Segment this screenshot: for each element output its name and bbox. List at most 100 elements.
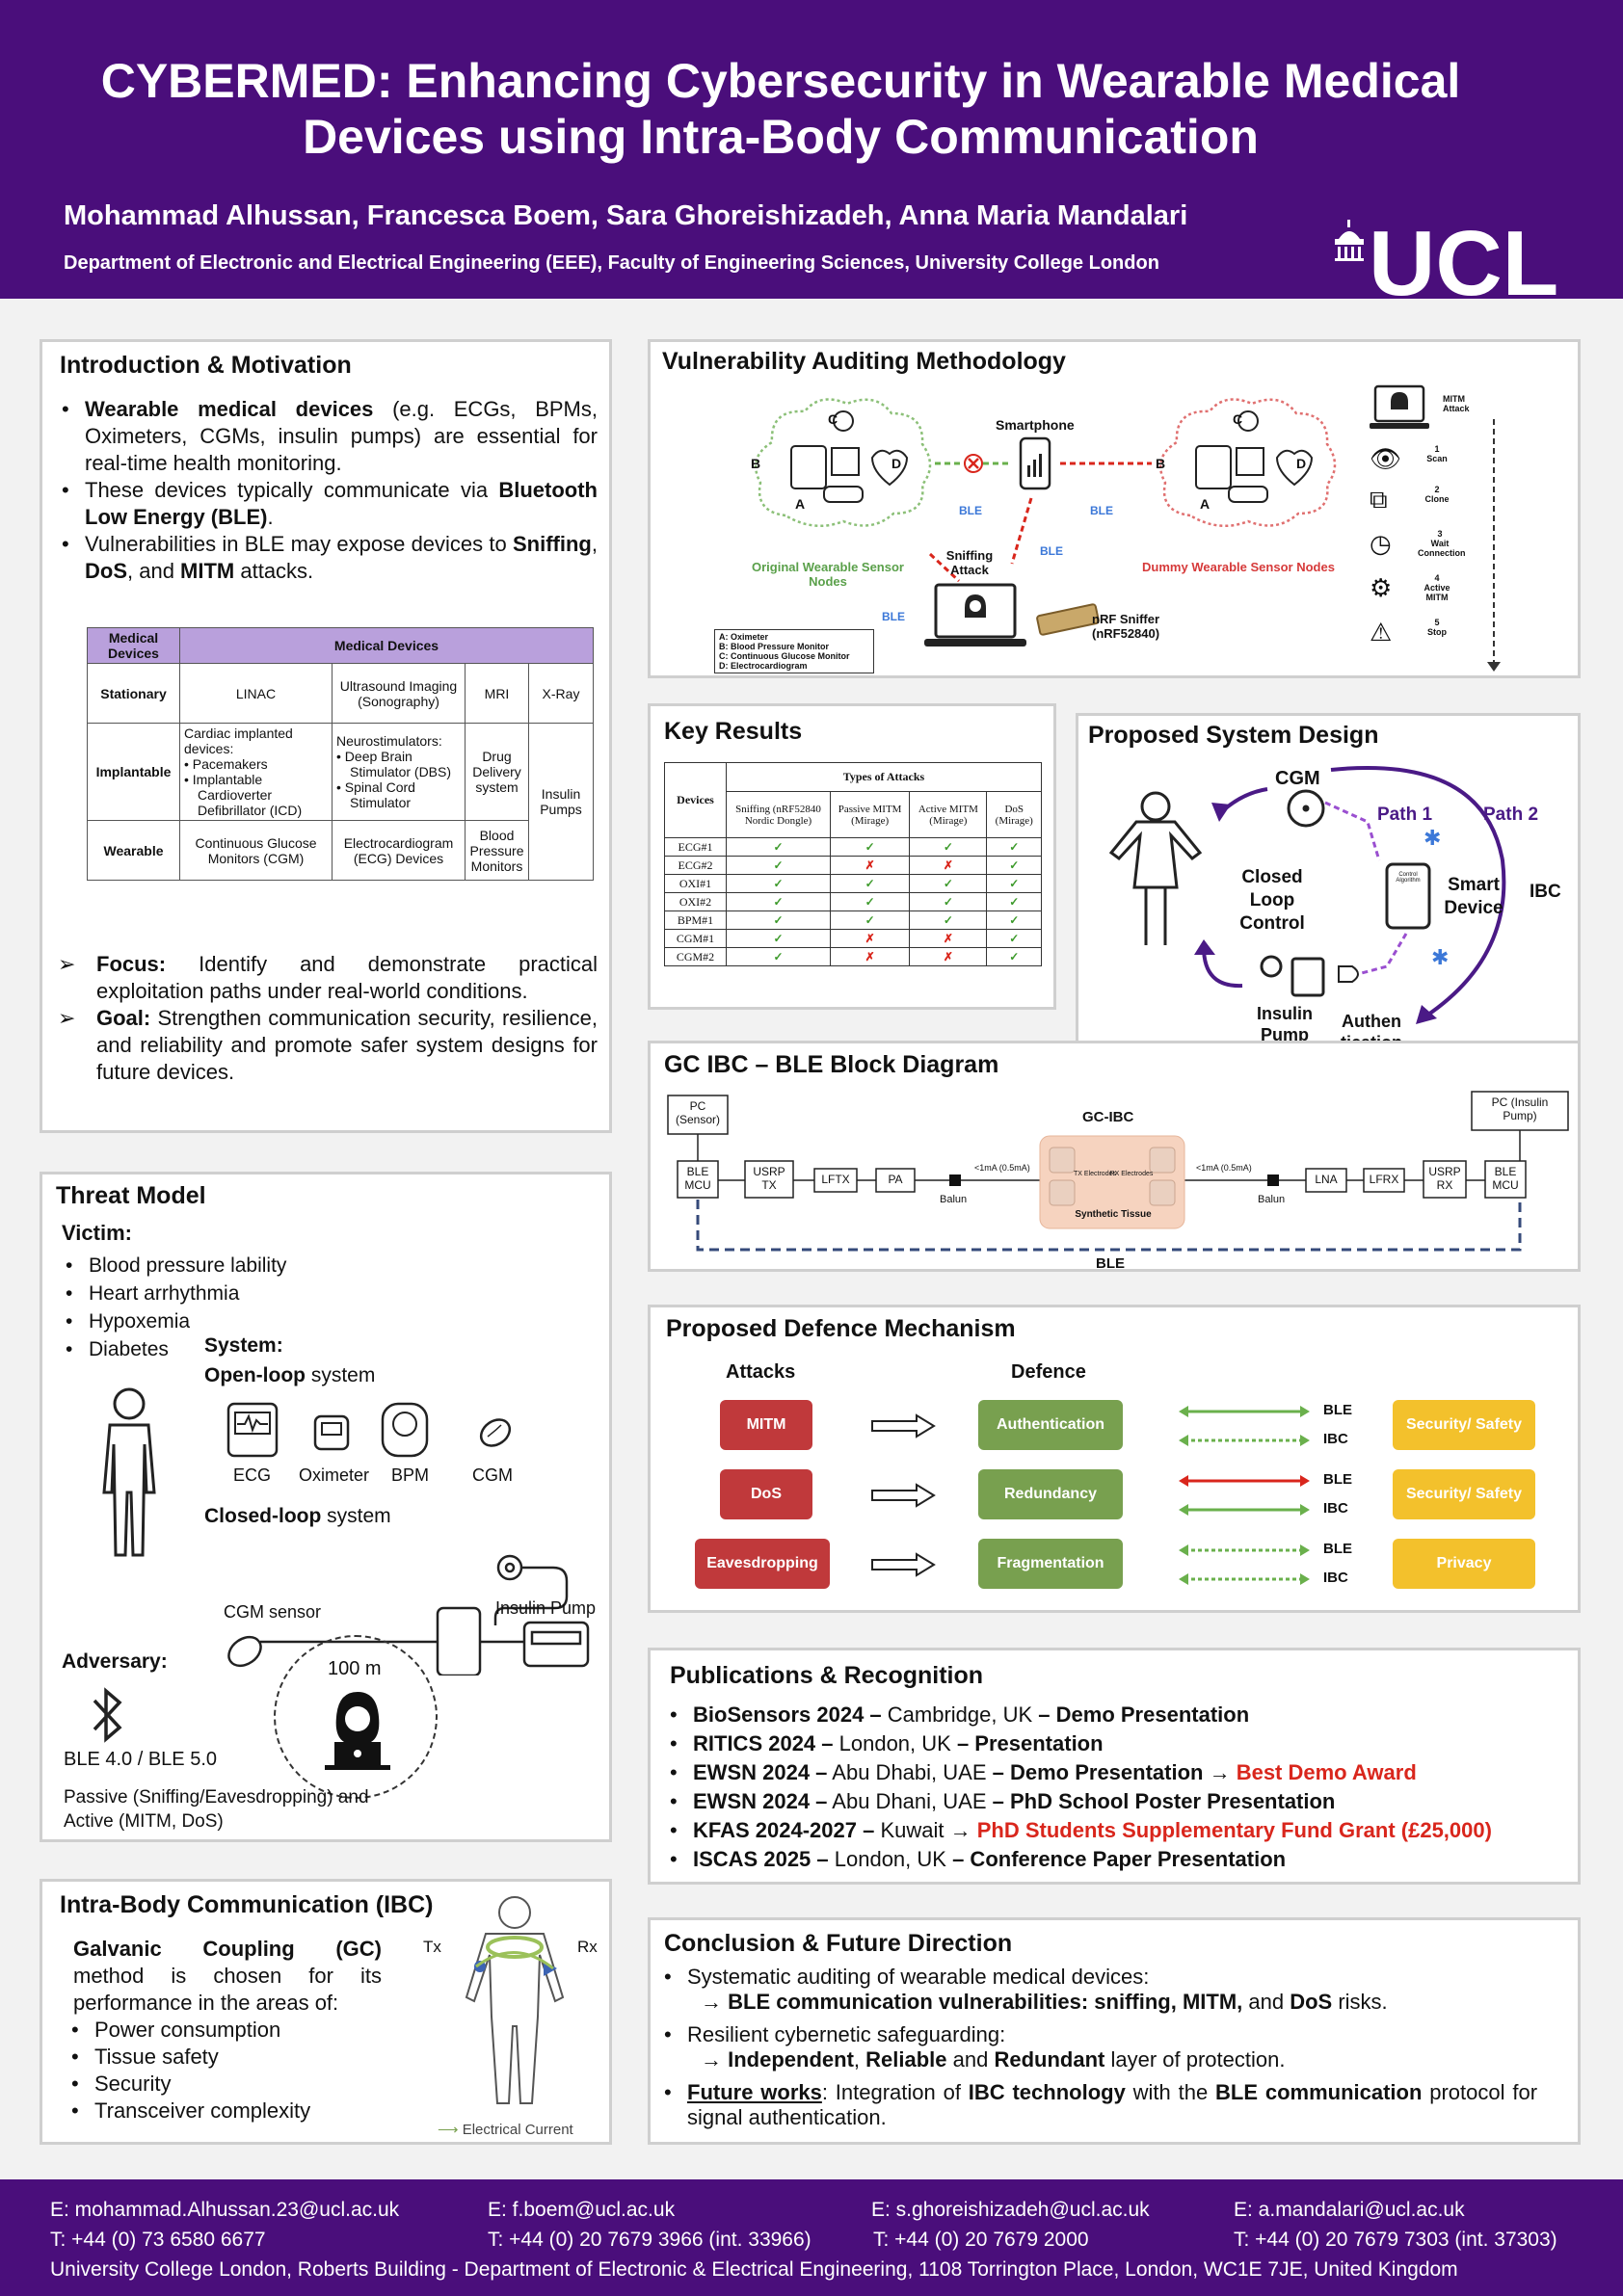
intro-bullet: Wearable medical devices (e.g. ECGs, BPM… [58, 396, 598, 477]
original-nodes-cloud [754, 398, 932, 527]
ble-label: BLE [1040, 544, 1063, 558]
cgm-sensor-label: CGM sensor [224, 1602, 322, 1622]
results-table: Devices Types of Attacks Sniffing (nRF52… [664, 762, 1042, 966]
node-d: D [891, 456, 902, 471]
email-1[interactable]: E: mohammad.Alhussan.23@ucl.ac.uk [50, 2199, 400, 2221]
channel-arrows [1179, 1544, 1310, 1585]
phone-1: T: +44 (0) 73 6580 6677 [50, 2229, 266, 2251]
nrf-sniffer-icon [1036, 603, 1100, 636]
current-left: <1mA (0.5mA) [974, 1163, 1030, 1173]
result-pill: Security/ Safety [1393, 1400, 1535, 1450]
check-icon: ✓ [829, 892, 911, 911]
cross-icon: ✗ [909, 947, 988, 966]
device-cell: CGM#1 [664, 929, 727, 948]
results-panel: Key Results Devices Types of Attacks Sni… [648, 703, 1056, 1010]
pc-sensor: PC (Sensor) [675, 1099, 720, 1126]
pa: PA [888, 1173, 903, 1186]
sniffing-attack-label: Sniffing Attack [945, 548, 994, 577]
node-a: A [795, 496, 806, 512]
scan-icon: 👁 [1370, 444, 1402, 473]
ble-label: BLE [882, 610, 905, 623]
range-circle [274, 1635, 438, 1799]
email-4[interactable]: E: a.mandalari@ucl.ac.uk [1234, 2199, 1465, 2221]
insulin-pump-label: Insulin Pump [495, 1598, 597, 1618]
pc-insulin-pump: PC (Insulin Pump) [1491, 1095, 1549, 1122]
threat-heading: Threat Model [56, 1182, 206, 1209]
bpm-label: BPM [391, 1465, 430, 1485]
attack-pill: Eavesdropping [695, 1539, 830, 1589]
check-icon: ✓ [986, 837, 1042, 857]
ibc-item: Transceiver complexity [67, 2098, 310, 2124]
person-icon [102, 1387, 156, 1557]
ibc-item: Tissue safety [67, 2044, 310, 2071]
check-icon: ✓ [909, 892, 988, 911]
ibc-item: Security [67, 2071, 310, 2098]
cross-icon: ✗ [909, 856, 988, 875]
check-icon: ✓ [829, 874, 911, 893]
results-row: OXI#2✓✓✓✓ [664, 892, 1042, 911]
usrp-tx: USRP TX [753, 1165, 785, 1192]
active-mitm-icon: ⚙ [1370, 573, 1393, 602]
results-row: ECG#2✓✗✗✓ [664, 856, 1042, 875]
results-row: OXI#1✓✓✓✓ [664, 874, 1042, 893]
ibc-description: Galvanic Coupling (GC) method is chosen … [73, 1937, 382, 2015]
cross-icon: ✗ [829, 929, 911, 948]
vuln-heading: Vulnerability Auditing Methodology [662, 348, 1066, 375]
ble-label: BLE [959, 504, 982, 517]
original-nodes-label: Original Wearable Sensor Nodes [752, 560, 904, 589]
check-icon: ✓ [726, 837, 831, 857]
dummy-node-a: A [1200, 496, 1211, 512]
vuln-arrows [928, 454, 1152, 583]
hacker-icon [325, 1692, 390, 1770]
ucl-logo: UCL [1335, 220, 1558, 297]
smartphone-label: Smartphone [996, 417, 1075, 433]
victim-item: Heart arrhythmia [62, 1280, 286, 1307]
ibc-channel-label: IBC [1323, 1431, 1348, 1447]
department: Department of Electronic and Electrical … [64, 252, 1159, 274]
check-icon: ✓ [986, 910, 1042, 930]
victim-item: Hypoxemia [62, 1307, 286, 1335]
footer: E: mohammad.Alhussan.23@ucl.ac.uk T: +44… [0, 2179, 1623, 2296]
victim-item: Diabetes [62, 1335, 286, 1363]
intro-bullet: These devices typically communicate via … [58, 477, 598, 531]
check-icon: ✓ [986, 929, 1042, 948]
results-row: CGM#2✓✗✗✓ [664, 947, 1042, 966]
check-icon: ✓ [829, 837, 911, 857]
threat-panel: Threat Model Victim: Blood pressure labi… [40, 1172, 612, 1842]
design-diagram [1108, 765, 1506, 1024]
lna: LNA [1315, 1173, 1338, 1186]
cgm-label: CGM [1275, 768, 1320, 789]
check-icon: ✓ [909, 837, 988, 857]
defence-pill: Fragmentation [978, 1539, 1123, 1589]
email-3[interactable]: E: s.ghoreishizadeh@ucl.ac.uk [871, 2199, 1150, 2221]
balun-right: Balun [1258, 1194, 1286, 1205]
publication-item: BioSensors 2024 – Cambridge, UK – Demo P… [666, 1701, 1492, 1729]
check-icon: ✓ [909, 910, 988, 930]
tx-label: Tx [423, 1938, 441, 1956]
oximeter-icon [313, 1414, 350, 1451]
conclusion-list: Systematic auditing of wearable medical … [660, 1965, 1537, 2130]
open-loop-label: Open-loop system [204, 1364, 376, 1386]
balun-left: Balun [940, 1194, 968, 1205]
phone-4: T: +44 (0) 20 7679 7303 (int. 37303) [1234, 2229, 1557, 2251]
ucl-logo-text: UCL [1369, 220, 1558, 297]
mitm-hacker-icon [1370, 384, 1429, 429]
pubs-list: BioSensors 2024 – Cambridge, UK – Demo P… [666, 1701, 1492, 1874]
smartphone-icon [1019, 436, 1051, 490]
cgm-icon [479, 1418, 512, 1447]
adversary-modes: Passive (Sniffing/Eavesdropping) and Act… [64, 1787, 369, 1832]
email-2[interactable]: E: f.boem@ucl.ac.uk [488, 2199, 676, 2221]
dummy-node-c: C [1233, 411, 1243, 427]
focus-goal-list: Focus: Identify and demonstrate practica… [58, 951, 598, 1086]
pubs-panel: Publications & Recognition BioSensors 20… [648, 1648, 1581, 1885]
ble-label: BLE [1090, 504, 1113, 517]
publication-item: ISCAS 2025 – London, UK – Conference Pap… [666, 1845, 1492, 1874]
focus-item: Focus: Identify and demonstrate practica… [58, 951, 598, 1005]
path1-label: Path 1 [1377, 805, 1433, 825]
block-heading: GC IBC – BLE Block Diagram [664, 1051, 999, 1078]
address: University College London, Roberts Build… [50, 2258, 1458, 2281]
